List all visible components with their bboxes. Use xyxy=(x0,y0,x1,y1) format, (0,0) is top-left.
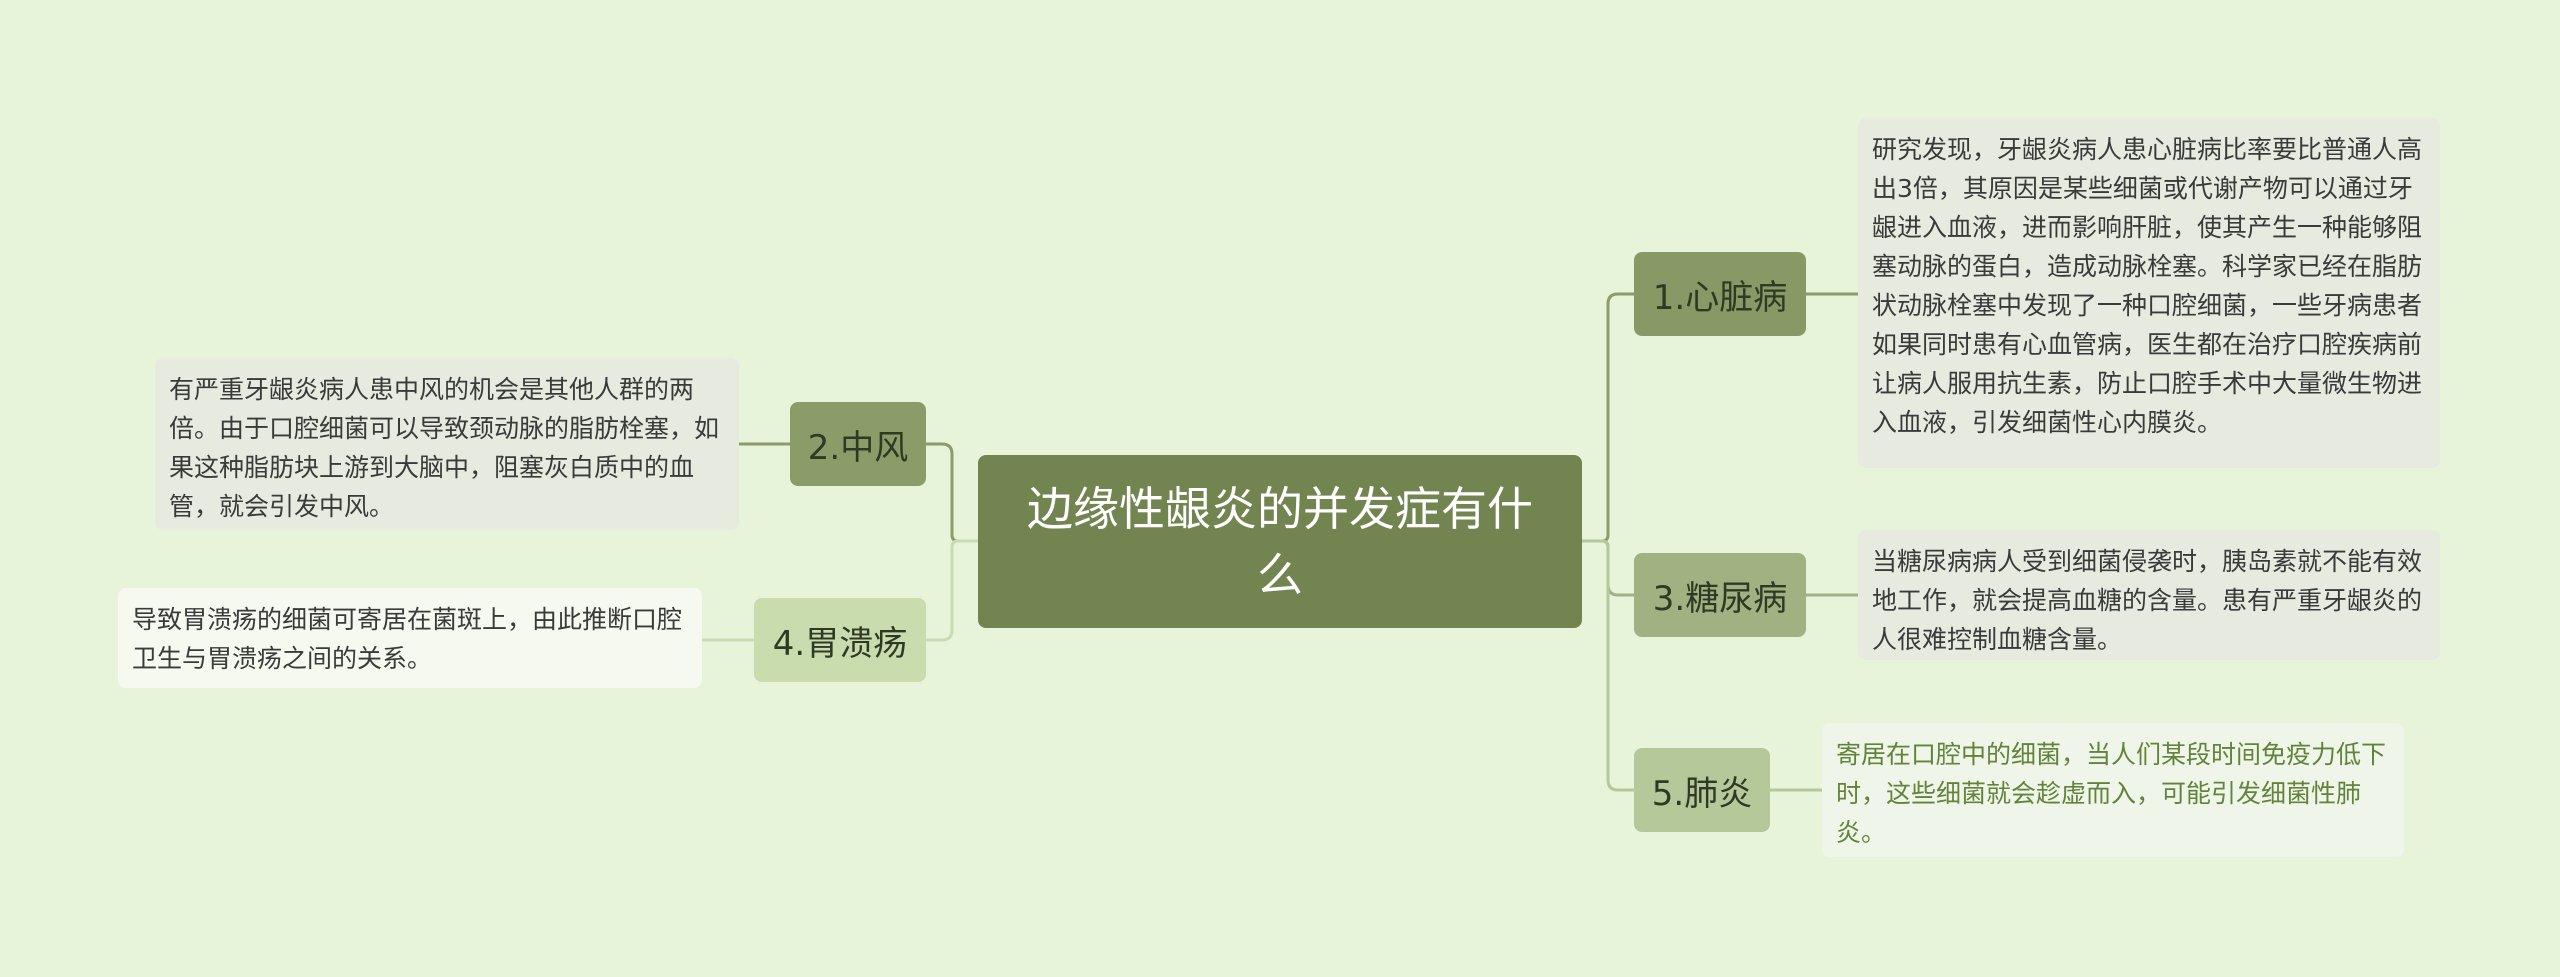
note-heart-disease[interactable]: 研究发现，牙龈炎病人患心脏病比率要比普通人高出3倍，其原因是某些细菌或代谢产物可… xyxy=(1858,118,2440,468)
note-stomach-ulcer[interactable]: 导致胃溃疡的细菌可寄居在菌斑上，由此推断口腔卫生与胃溃疡之间的关系。 xyxy=(118,588,702,688)
note-diabetes[interactable]: 当糖尿病病人受到细菌侵袭时，胰岛素就不能有效地工作，就会提高血糖的含量。患有严重… xyxy=(1858,530,2440,660)
note-text: 寄居在口腔中的细菌，当人们某段时间免疫力低下时，这些细菌就会趁虚而入，可能引发细… xyxy=(1836,740,2387,847)
note-text: 当糖尿病病人受到细菌侵袭时，胰岛素就不能有效地工作，就会提高血糖的含量。患有严重… xyxy=(1872,547,2423,654)
central-topic[interactable]: 边缘性龈炎的并发症有什么 xyxy=(978,455,1582,628)
branch-label: 3.糖尿病 xyxy=(1652,578,1788,619)
branch-label: 5.肺炎 xyxy=(1651,773,1753,814)
note-text: 有严重牙龈炎病人患中风的机会是其他人群的两倍。由于口腔细菌可以导致颈动脉的脂肪栓… xyxy=(169,375,720,521)
note-pneumonia[interactable]: 寄居在口腔中的细菌，当人们某段时间免疫力低下时，这些细菌就会趁虚而入，可能引发细… xyxy=(1822,723,2404,857)
central-topic-title: 边缘性龈炎的并发症有什么 xyxy=(1027,481,1533,602)
branch-pneumonia[interactable]: 5.肺炎 xyxy=(1634,748,1770,832)
branch-stomach-ulcer[interactable]: 4.胃溃疡 xyxy=(754,598,926,682)
branch-diabetes[interactable]: 3.糖尿病 xyxy=(1634,553,1806,637)
connector-center-to-stroke xyxy=(926,442,978,543)
connector-center-to-heart xyxy=(1582,292,1634,543)
connector-center-to-ulcer xyxy=(926,539,978,642)
note-stroke[interactable]: 有严重牙龈炎病人患中风的机会是其他人群的两倍。由于口腔细菌可以导致颈动脉的脂肪栓… xyxy=(155,358,739,530)
branch-label: 4.胃溃疡 xyxy=(772,623,908,664)
note-text: 研究发现，牙龈炎病人患心脏病比率要比普通人高出3倍，其原因是某些细菌或代谢产物可… xyxy=(1872,135,2423,437)
branch-label: 2.中风 xyxy=(807,427,909,468)
note-text: 导致胃溃疡的细菌可寄居在菌斑上，由此推断口腔卫生与胃溃疡之间的关系。 xyxy=(132,605,683,673)
branch-heart-disease[interactable]: 1.心脏病 xyxy=(1634,252,1806,336)
branch-label: 1.心脏病 xyxy=(1652,277,1788,318)
connector-center-to-pneumonia xyxy=(1582,539,1634,792)
branch-stroke[interactable]: 2.中风 xyxy=(790,402,926,486)
